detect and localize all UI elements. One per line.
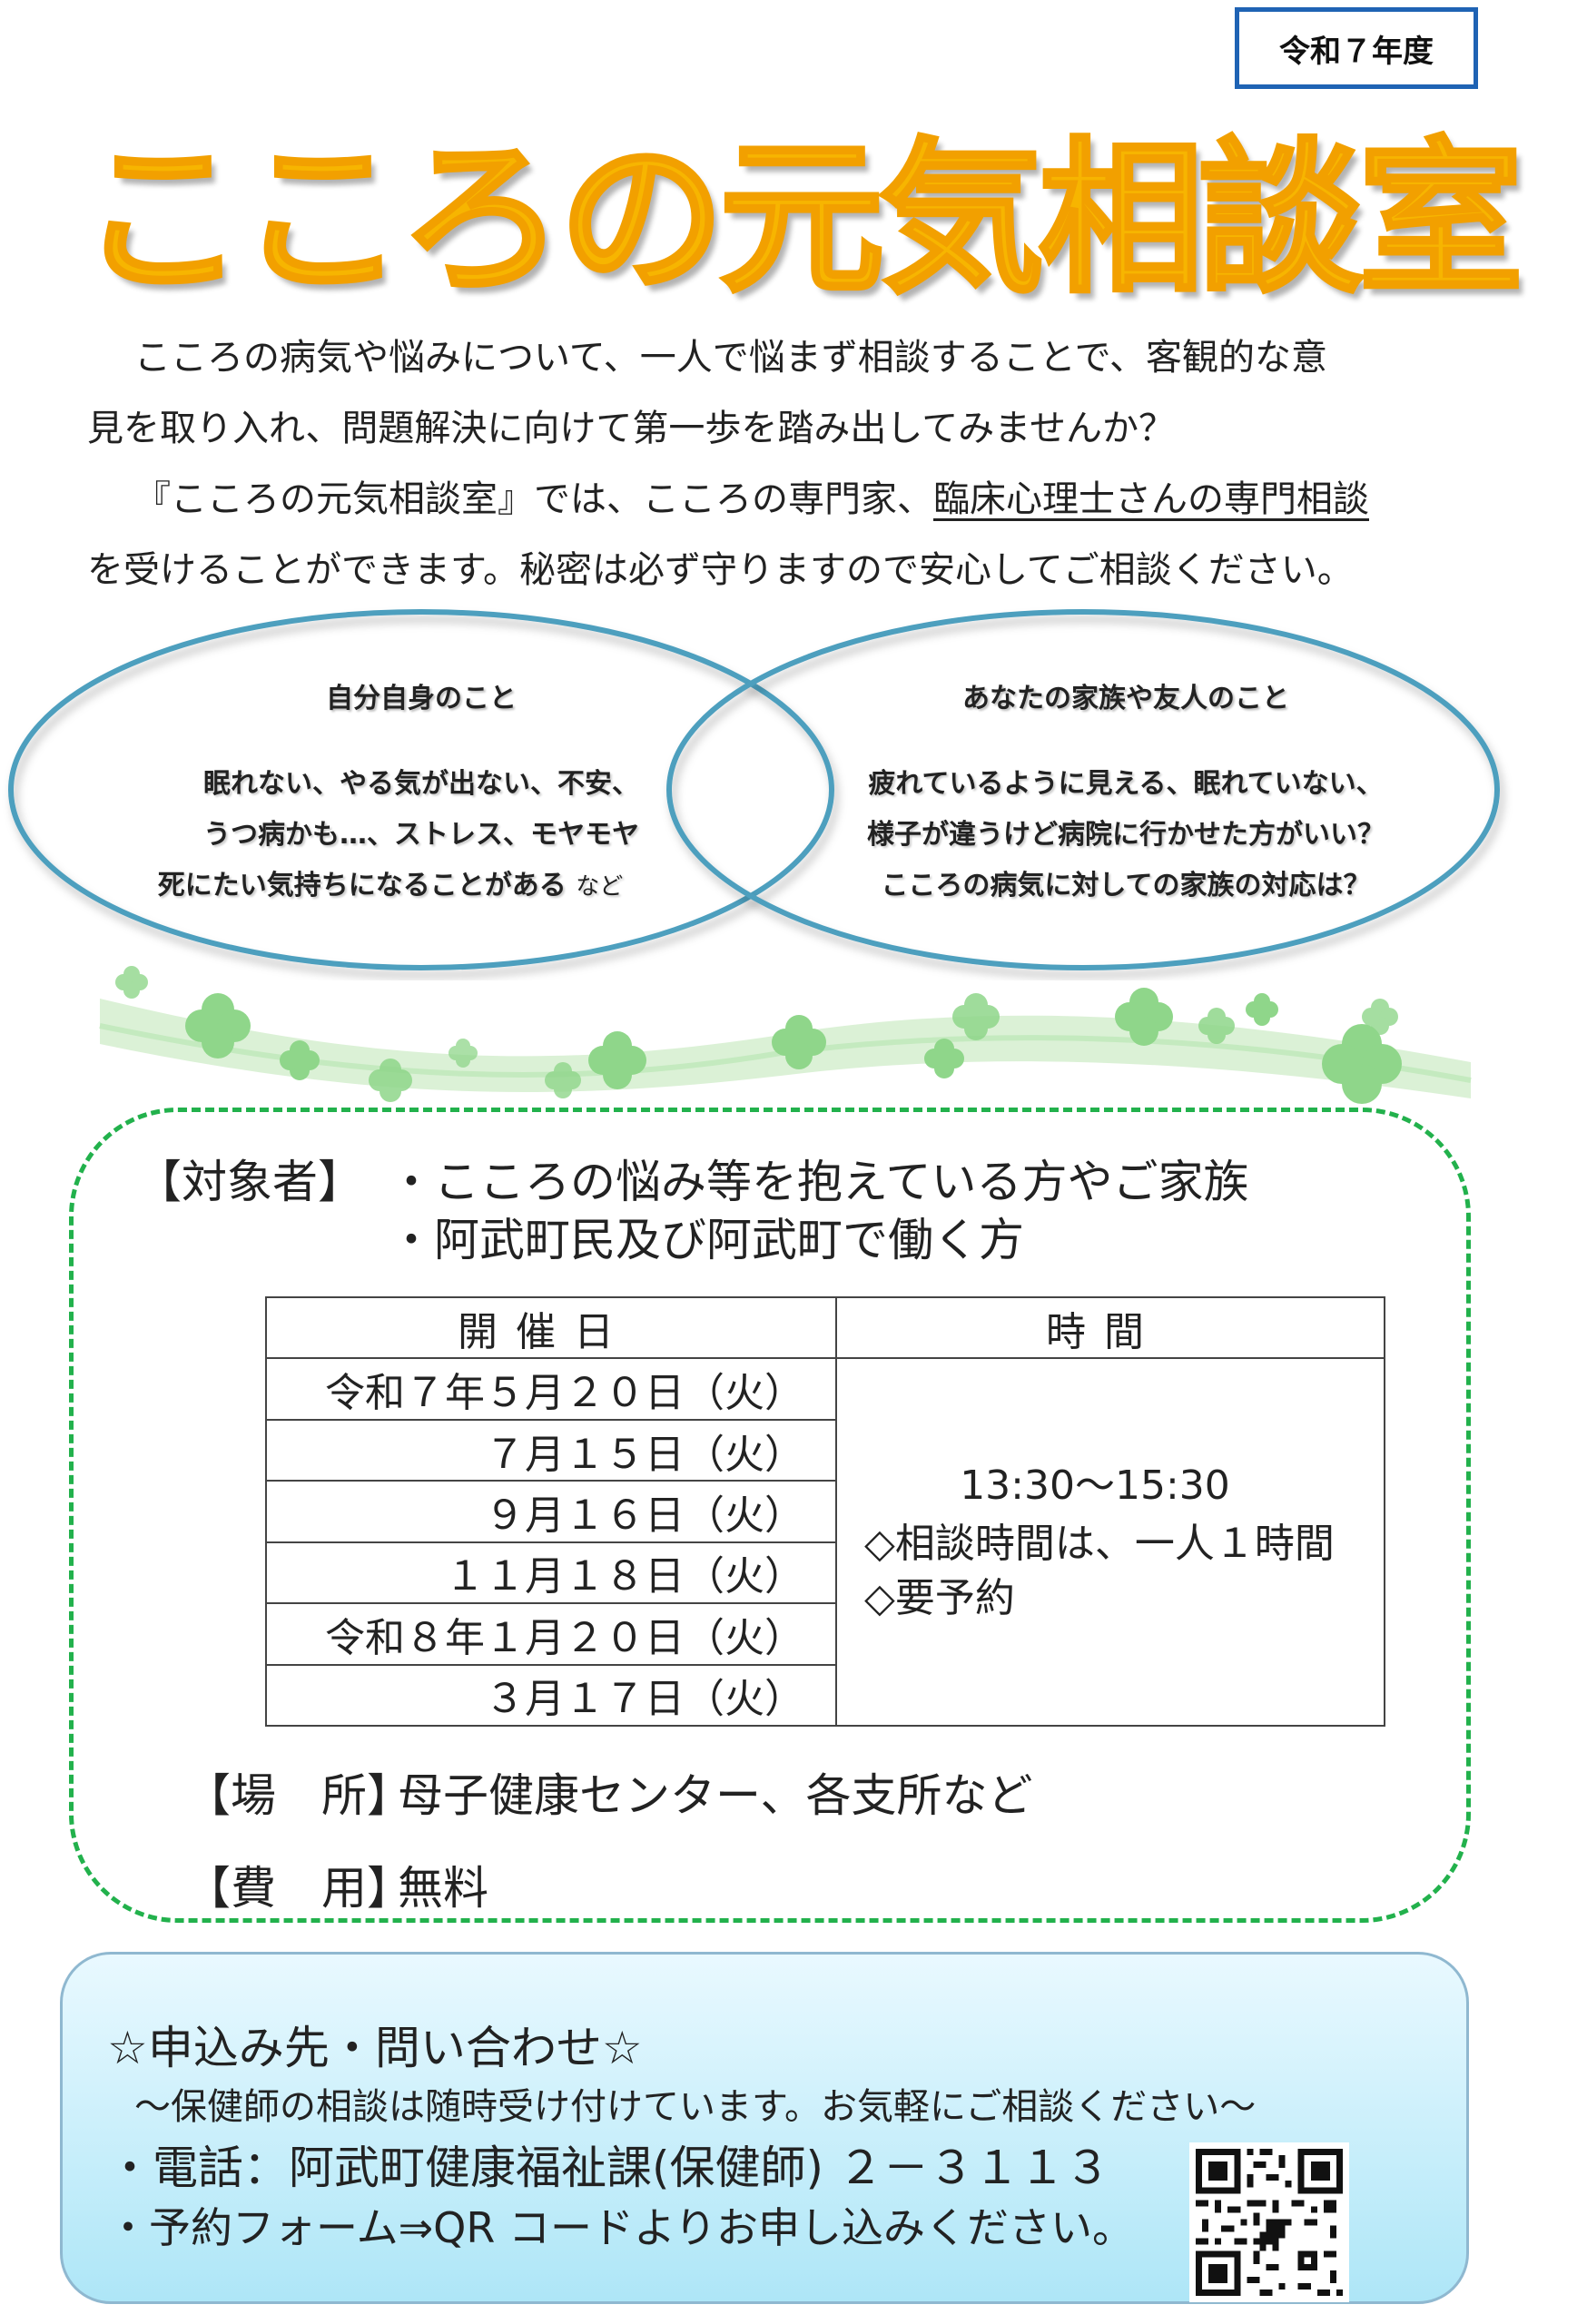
venn-left-line-3-text: 死にたい気持ちになることがある bbox=[157, 870, 567, 901]
fiscal-year-badge: 令和７年度 bbox=[1235, 7, 1478, 89]
header-time: 時間 bbox=[835, 1295, 1385, 1360]
venn-right-title: あなたの家族や友人のこと bbox=[962, 683, 1289, 714]
intro-line-3: 『こころの元気相談室』では、こころの専門家、臨床心理士さんの専門相談 bbox=[134, 464, 1551, 535]
intro-line-1: こころの病気や悩みについて、一人で悩まず相談することで、客観的な意 bbox=[134, 337, 1327, 379]
venn-left-line-3: 死にたい気持ちになることがある など bbox=[73, 862, 708, 902]
clover-icon bbox=[952, 993, 1000, 1040]
clover-icon bbox=[588, 1031, 646, 1089]
clover-icon bbox=[1246, 993, 1278, 1026]
intro-line-4: を受けることができます。秘密は必ず守りますので安心してご相談ください。 bbox=[87, 549, 1354, 591]
venn-left-title: 自分自身のこと bbox=[326, 683, 517, 714]
schedule-table: 開催日 時間 令和７年５月２０日（火） 13:30～15:30 ◇相談時間は、一… bbox=[265, 1295, 1385, 1728]
clover-icon bbox=[545, 1062, 581, 1098]
clover-icon bbox=[924, 1039, 964, 1078]
contact-heading: ☆申込み先・問い合わせ☆ bbox=[107, 2022, 643, 2074]
contact-phone: ・電話：阿武町健康福祉課(保健師) ２－３１１３ bbox=[107, 2142, 1110, 2194]
venue-value: 母子健康センター、各支所など bbox=[398, 1769, 1033, 1822]
venn-left-suffix: など bbox=[576, 873, 624, 901]
clover-icon bbox=[115, 966, 148, 999]
clover-icon bbox=[1115, 988, 1173, 1046]
qr-code-icon[interactable] bbox=[1189, 2142, 1349, 2302]
venn-left-line-1: 眠れない、やる気が出ない、不安、 bbox=[203, 768, 639, 800]
clover-icon bbox=[1322, 1024, 1402, 1104]
info-box bbox=[69, 1108, 1471, 1923]
session-time: 13:30～15:30 bbox=[960, 1462, 1230, 1509]
table-row: １１月１８日（火） bbox=[265, 1541, 1385, 1605]
venn-right-line-3: こころの病気に対しての家族の対応は？ bbox=[881, 870, 1371, 901]
clover-icon bbox=[185, 993, 251, 1059]
intro-line-2: 見を取り入れ、問題解決に向けて第一歩を踏み出してみませんか？ bbox=[87, 408, 1175, 449]
clover-ribbon-decoration bbox=[99, 966, 1472, 1104]
date-cell: １１月１８日（火） bbox=[265, 1541, 837, 1605]
table-row: ７月１５日（火） bbox=[265, 1418, 1385, 1482]
clover-icon bbox=[1362, 999, 1398, 1035]
table-row: 令和８年１月２０日（火） bbox=[265, 1602, 1385, 1666]
intro-line-3-text: 『こころの元気相談室』では、こころの専門家、 bbox=[134, 478, 933, 520]
table-row: 令和７年５月２０日（火） 13:30～15:30 ◇相談時間は、一人１時間 ◇要… bbox=[265, 1357, 1385, 1727]
venn-right-line-1: 疲れているように見える、眠れていない、 bbox=[868, 768, 1384, 800]
venn-left-ellipse bbox=[8, 609, 834, 970]
venue-label: 【場 所】 bbox=[185, 1769, 412, 1822]
table-row: ３月１７日（火） bbox=[265, 1663, 1385, 1728]
header-date: 開催日 bbox=[265, 1295, 837, 1360]
venn-right-line-2: 様子が違うけど病院に行かせた方がいい？ bbox=[867, 819, 1385, 851]
target-item-1: ・こころの悩み等を抱えている方やご家族 bbox=[389, 1156, 1249, 1208]
venn-right-ellipse bbox=[666, 609, 1500, 970]
note-duration: ◇相談時間は、一人１時間 bbox=[864, 1520, 1335, 1567]
intro-highlight: 臨床心理士さんの専門相談 bbox=[933, 478, 1369, 520]
table-row: ９月１６日（火） bbox=[265, 1480, 1385, 1543]
clover-icon bbox=[772, 1015, 826, 1069]
clover-icon bbox=[1198, 1008, 1235, 1044]
clover-icon bbox=[369, 1059, 412, 1102]
table-header-row: 開催日 時間 bbox=[265, 1295, 1385, 1360]
venn-left-line-2: うつ病かも…、ストレス、モヤモヤ bbox=[203, 819, 639, 851]
page-title: こころの元気相談室 bbox=[78, 121, 1525, 317]
venn-diagram bbox=[8, 609, 1500, 970]
target-label: 【対象者】 bbox=[136, 1156, 363, 1208]
clover-icon bbox=[448, 1039, 478, 1068]
time-cell: 13:30～15:30 ◇相談時間は、一人１時間 ◇要予約 bbox=[835, 1357, 1385, 1727]
date-cell: 令和７年５月２０日（火） bbox=[265, 1357, 837, 1421]
date-cell: ９月１６日（火） bbox=[265, 1480, 837, 1543]
date-cell: ７月１５日（火） bbox=[265, 1418, 837, 1482]
target-item-2: ・阿武町民及び阿武町で働く方 bbox=[389, 1214, 1024, 1266]
fee-label: 【費 用】 bbox=[185, 1862, 412, 1915]
date-cell: ３月１７日（火） bbox=[265, 1663, 837, 1728]
fee-value: 無料 bbox=[398, 1862, 488, 1915]
contact-note: ～保健師の相談は随時受け付けています。お気軽にご相談ください～ bbox=[134, 2086, 1257, 2128]
contact-form: ・予約フォーム⇒QR コードよりお申し込みください。 bbox=[107, 2203, 1135, 2252]
date-cell: 令和８年１月２０日（火） bbox=[265, 1602, 837, 1666]
clover-icon bbox=[280, 1040, 320, 1080]
note-reservation: ◇要予約 bbox=[864, 1574, 1015, 1621]
